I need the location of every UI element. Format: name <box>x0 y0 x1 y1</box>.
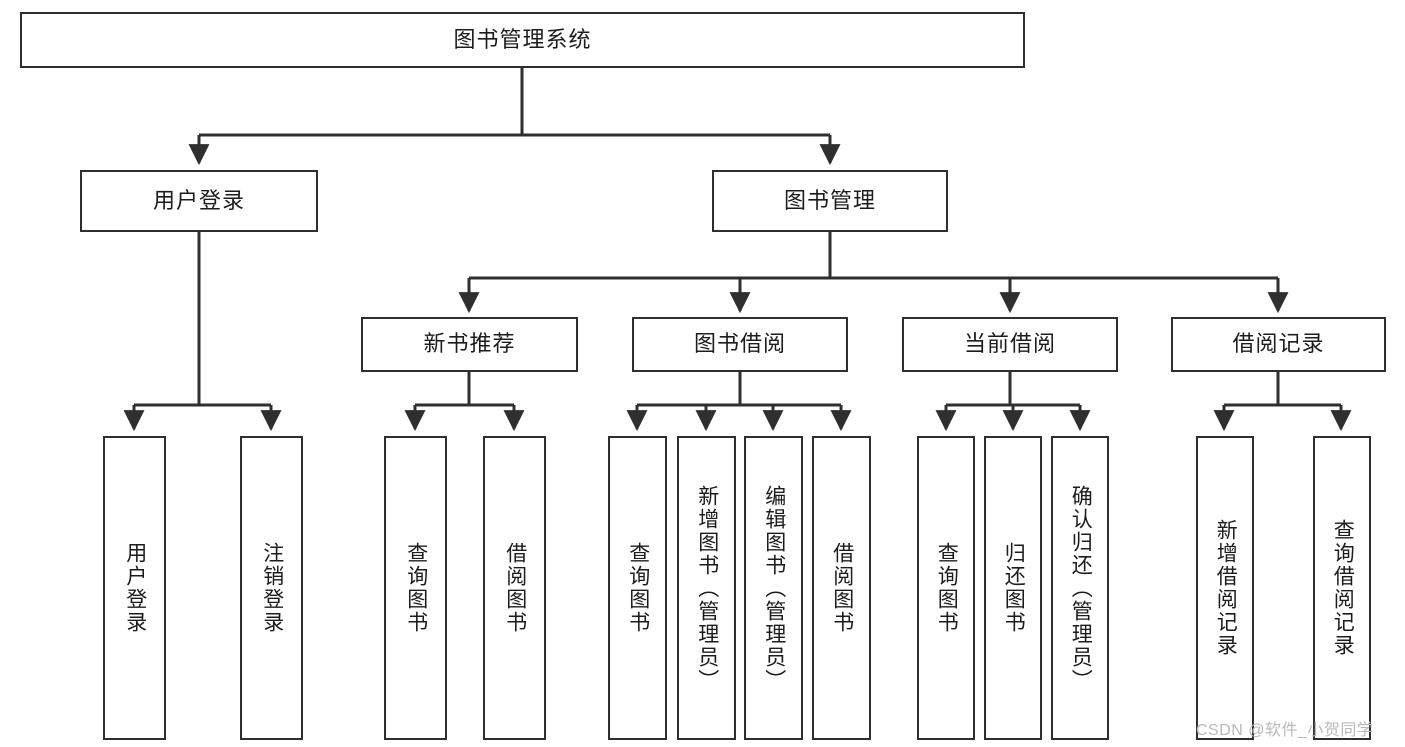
leaf-book-borrow-edit[interactable]: 编辑图书（管理员） <box>744 436 803 740</box>
node-label: 新增借阅记录 <box>1214 519 1238 657</box>
node-label: 用户登录 <box>152 187 245 213</box>
node-label: 借阅图书 <box>830 542 854 634</box>
leaf-user-login-logout[interactable]: 注销登录 <box>240 436 303 740</box>
node-book-management[interactable]: 图书管理 <box>712 170 948 232</box>
node-label: 新增图书（管理员） <box>695 484 719 692</box>
node-book-borrow[interactable]: 图书借阅 <box>632 317 848 372</box>
node-label: 借阅记录 <box>1232 331 1325 357</box>
node-label: 当前借阅 <box>963 331 1056 357</box>
node-current-borrow[interactable]: 当前借阅 <box>902 317 1118 372</box>
node-label: 查询借阅记录 <box>1331 519 1355 657</box>
node-user-login[interactable]: 用户登录 <box>80 170 318 232</box>
csdn-watermark: CSDN @软件_小贺同学 <box>1196 722 1374 739</box>
node-label: 确认归还（管理员） <box>1069 484 1093 692</box>
node-label: 编辑图书（管理员） <box>762 484 786 692</box>
node-label: 新书推荐 <box>423 331 516 357</box>
leaf-current-borrow-return[interactable]: 归还图书 <box>984 436 1042 740</box>
leaf-book-borrow-borrow[interactable]: 借阅图书 <box>812 436 871 740</box>
node-label: 图书管理 <box>783 187 876 213</box>
leaf-current-borrow-confirm-return[interactable]: 确认归还（管理员） <box>1051 436 1109 740</box>
node-label: 查询图书 <box>626 542 650 634</box>
node-label: 图书借阅 <box>693 331 786 357</box>
leaf-borrow-record-query[interactable]: 查询借阅记录 <box>1313 436 1371 740</box>
node-label: 图书管理系统 <box>453 26 592 52</box>
node-label: 借阅图书 <box>503 542 527 634</box>
leaf-book-borrow-add[interactable]: 新增图书（管理员） <box>677 436 736 740</box>
leaf-new-book-query[interactable]: 查询图书 <box>384 436 447 740</box>
node-label: 查询图书 <box>404 542 428 634</box>
node-label: 归还图书 <box>1002 542 1026 634</box>
node-root-system[interactable]: 图书管理系统 <box>20 12 1025 68</box>
node-borrow-record[interactable]: 借阅记录 <box>1171 317 1386 372</box>
node-new-book-recommend[interactable]: 新书推荐 <box>361 317 578 372</box>
leaf-user-login-login[interactable]: 用户登录 <box>103 436 166 740</box>
leaf-new-book-borrow[interactable]: 借阅图书 <box>483 436 546 740</box>
leaf-book-borrow-query[interactable]: 查询图书 <box>608 436 667 740</box>
node-label: 查询图书 <box>935 542 959 634</box>
leaf-current-borrow-query[interactable]: 查询图书 <box>917 436 975 740</box>
node-label: 注销登录 <box>260 542 284 634</box>
leaf-borrow-record-add[interactable]: 新增借阅记录 <box>1196 436 1254 740</box>
node-label: 用户登录 <box>123 542 147 634</box>
